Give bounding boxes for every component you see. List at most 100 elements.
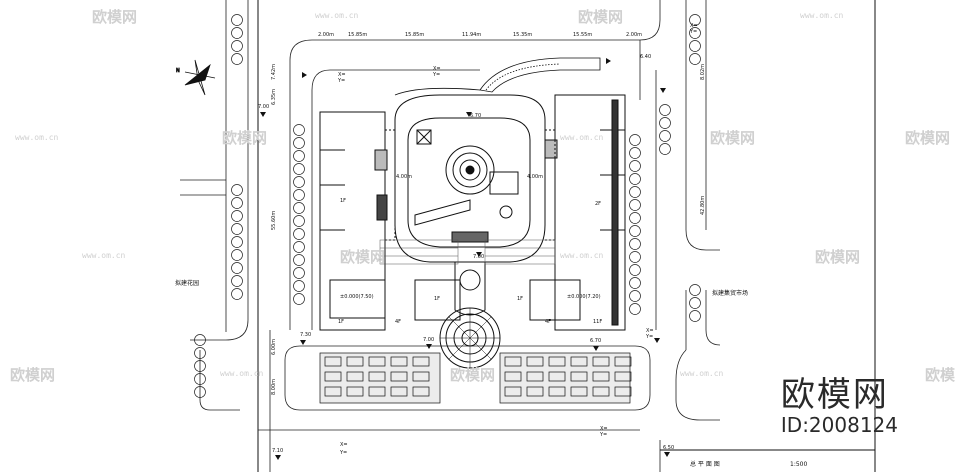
svg-text:11.94m: 11.94m	[462, 32, 481, 38]
parking-stall	[412, 356, 430, 367]
svg-text:7.00: 7.00	[258, 104, 269, 110]
parking-stall	[526, 386, 544, 397]
parking-stall	[324, 386, 342, 397]
tree	[629, 147, 641, 159]
tree	[293, 241, 305, 253]
tree	[659, 117, 671, 129]
svg-text:Y=: Y=	[337, 78, 345, 84]
svg-text:15.55m: 15.55m	[573, 32, 592, 38]
parking-stall	[504, 386, 522, 397]
tree	[293, 202, 305, 214]
svg-text:www.om.cn: www.om.cn	[800, 11, 844, 20]
tree	[629, 173, 641, 185]
svg-text:15.85m: 15.85m	[405, 32, 424, 38]
tree	[194, 334, 206, 346]
left-garden-label: 拟建花园	[175, 279, 199, 287]
parking-stall	[592, 386, 610, 397]
svg-text:欧模网: 欧模网	[925, 366, 956, 384]
tree	[231, 184, 243, 196]
tree	[659, 130, 671, 142]
tree	[194, 386, 206, 398]
right-market-label: 拟建集贸市场	[712, 289, 748, 297]
parking-stall	[504, 371, 522, 382]
tree	[629, 277, 641, 289]
svg-text:15.35m: 15.35m	[513, 32, 532, 38]
tree	[293, 137, 305, 149]
svg-text:欧模网: 欧模网	[905, 129, 950, 147]
svg-text:X=: X=	[340, 442, 348, 448]
tree	[293, 254, 305, 266]
svg-text:X=: X=	[433, 66, 441, 72]
parking-stall	[324, 371, 342, 382]
tree	[293, 124, 305, 136]
svg-text:7.30: 7.30	[300, 332, 311, 338]
svg-text:4.00m: 4.00m	[396, 174, 412, 180]
parking-stall	[570, 356, 588, 367]
tree	[293, 280, 305, 292]
svg-text:±0.000(7.50): ±0.000(7.50)	[340, 294, 374, 300]
svg-text:6.40: 6.40	[640, 54, 651, 60]
parking-stall	[504, 356, 522, 367]
elevation-markers	[260, 58, 670, 460]
parking-stall	[548, 356, 566, 367]
svg-text:7.10: 7.10	[272, 448, 283, 454]
tree	[293, 189, 305, 201]
tree	[293, 228, 305, 240]
tree	[629, 199, 641, 211]
parking-stall	[324, 356, 342, 367]
parking-stall	[346, 386, 364, 397]
svg-text:www.om.cn: www.om.cn	[15, 133, 59, 142]
tree	[231, 210, 243, 222]
tree	[231, 197, 243, 209]
svg-text:2F: 2F	[595, 201, 601, 207]
tree	[231, 249, 243, 261]
tree	[689, 27, 701, 39]
left-building	[319, 111, 461, 331]
tree-rows	[194, 14, 701, 398]
tree	[231, 14, 243, 26]
tree	[231, 27, 243, 39]
north-arrow-icon: N	[176, 59, 216, 96]
entrance-plaza	[439, 262, 501, 369]
svg-text:55.60m: 55.60m	[271, 211, 277, 230]
tree	[231, 288, 243, 300]
parking-stall	[412, 386, 430, 397]
tree	[231, 275, 243, 287]
tree	[629, 264, 641, 276]
tree	[293, 267, 305, 279]
svg-text:2.00m: 2.00m	[626, 32, 642, 38]
tree	[293, 150, 305, 162]
parking-stall	[346, 371, 364, 382]
parking-stall	[614, 371, 632, 382]
svg-text:7.42m: 7.42m	[271, 64, 277, 80]
brand-name: 欧模网	[780, 375, 889, 415]
svg-text:1F: 1F	[338, 319, 344, 325]
parking-stall	[592, 356, 610, 367]
parking-stall	[412, 371, 430, 382]
parking-stall	[368, 356, 386, 367]
parking-stall	[390, 356, 408, 367]
svg-text:7.00: 7.00	[473, 254, 484, 260]
svg-text:4.00m: 4.00m	[527, 174, 543, 180]
tree	[231, 236, 243, 248]
tree	[293, 176, 305, 188]
svg-text:1F: 1F	[517, 296, 523, 302]
tree	[293, 293, 305, 305]
parking-stall	[368, 371, 386, 382]
tree	[629, 212, 641, 224]
svg-text:Y=: Y=	[689, 29, 697, 35]
svg-text:11F: 11F	[593, 319, 602, 325]
parking-stall	[368, 386, 386, 397]
svg-text:N: N	[176, 68, 180, 74]
svg-text:www.om.cn: www.om.cn	[560, 251, 604, 260]
frame-lines	[257, 0, 876, 472]
tree	[689, 284, 701, 296]
tree	[629, 186, 641, 198]
paving-bands	[379, 239, 556, 265]
parking-stall	[570, 371, 588, 382]
svg-text:X=: X=	[646, 328, 654, 334]
area-labels: 拟建花园 拟建集贸市场 总 平 面 图 1:500	[175, 279, 807, 468]
parking-stall	[592, 371, 610, 382]
tree	[689, 310, 701, 322]
parking-stall	[548, 371, 566, 382]
